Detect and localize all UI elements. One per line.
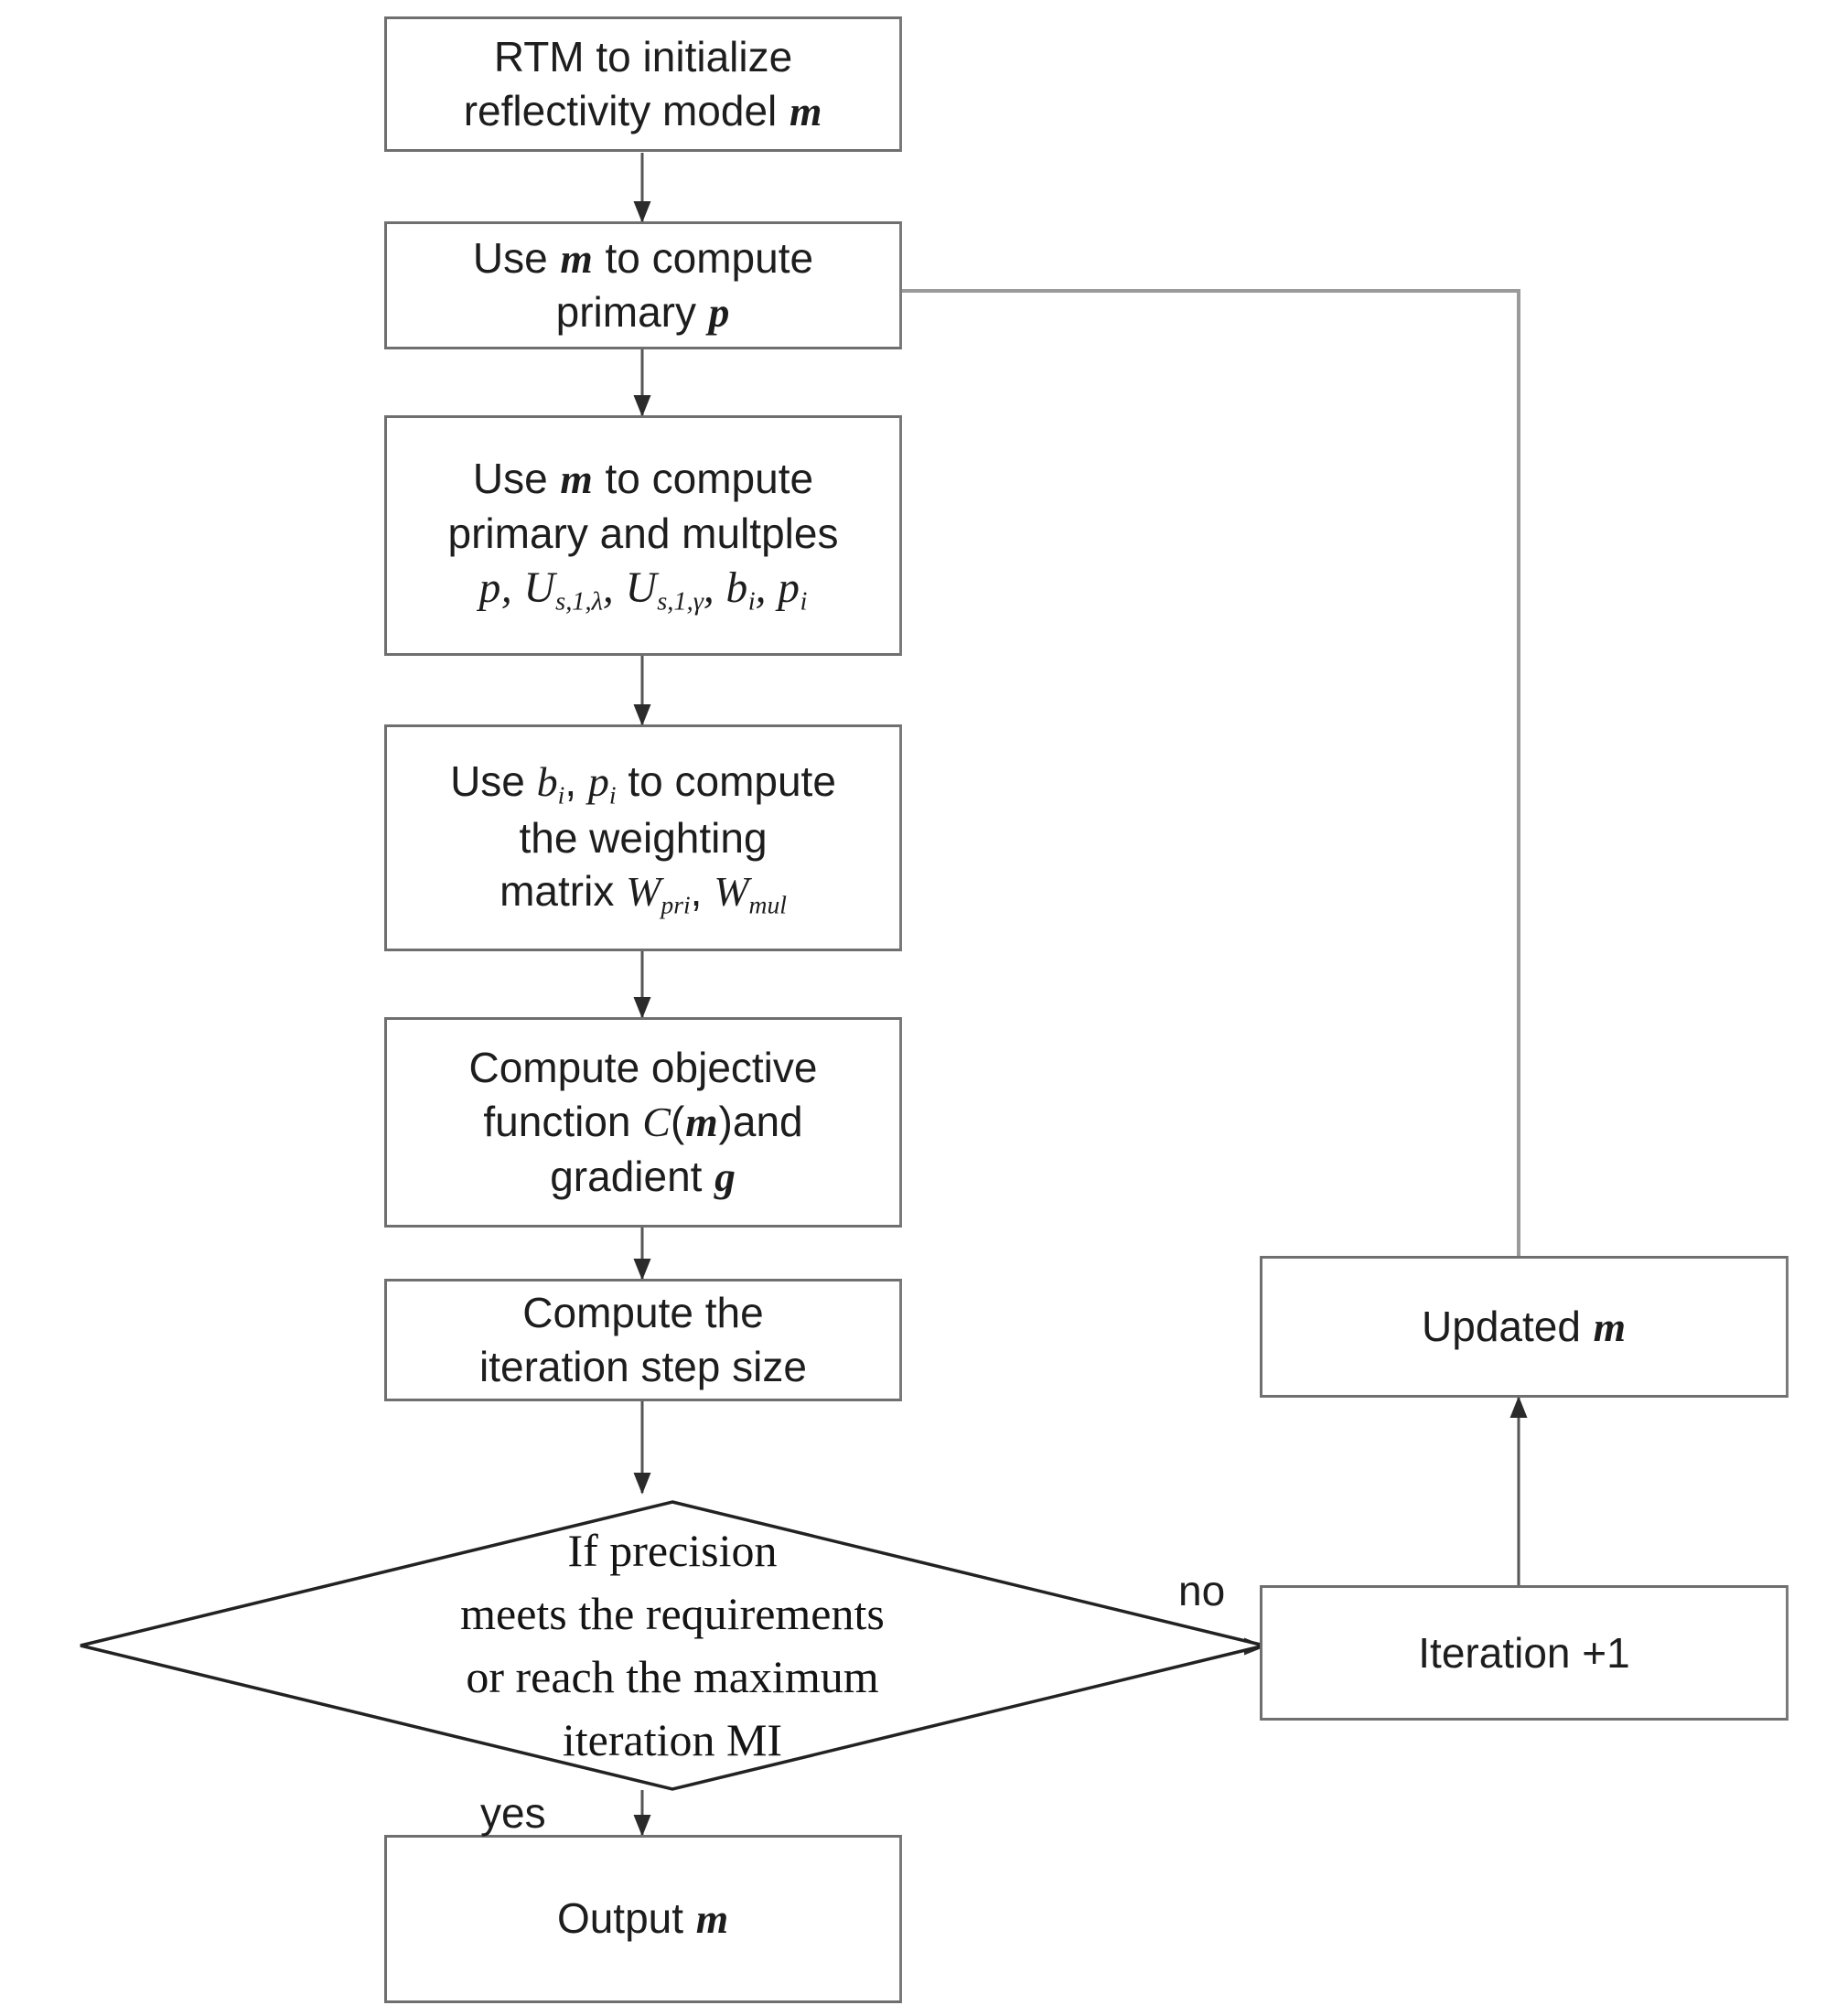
node-iteration-increment[interactable]: Iteration +1	[1260, 1585, 1789, 1721]
math-sub-mul: mul	[748, 890, 787, 919]
node-compute-step-size[interactable]: Compute the iteration step size	[384, 1279, 902, 1401]
node-rtm-line1: RTM to initialize	[493, 32, 793, 80]
node-updated-line1: Updated m	[1422, 1302, 1627, 1350]
math-sub-pri: pri	[661, 890, 691, 919]
node-multiples-line1: Use m to compute	[472, 455, 814, 503]
node-compute-primary[interactable]: Use m to compute primary p	[384, 221, 902, 349]
node-rtm-initialize[interactable]: RTM to initialize reflectivity model m	[384, 16, 902, 152]
node-step-line1: Compute the	[522, 1289, 764, 1337]
node-output-model[interactable]: Output m	[384, 1835, 902, 2003]
node-compute-primary-multiples[interactable]: Use m to compute primary and multples p,…	[384, 415, 902, 656]
node-weighting-line3: matrix Wpri, Wmul	[500, 867, 787, 919]
math-var-U2: U	[625, 563, 658, 612]
math-var-m: m	[695, 1895, 729, 1943]
math-var-m: m	[560, 234, 593, 282]
math-sub-i: i	[800, 587, 808, 617]
math-sub-s1gamma: s,1,γ	[657, 587, 704, 617]
math-var-W1: W	[626, 868, 661, 916]
math-var-m: m	[789, 87, 822, 134]
math-var-pi: p	[778, 563, 800, 612]
node-iteration-line1: Iteration +1	[1418, 1628, 1630, 1677]
math-var-C: C	[642, 1098, 671, 1145]
math-sub-s1lambda: s,1,λ	[555, 587, 603, 617]
node-weighting-line1: Use bi, pi to compute	[450, 756, 836, 810]
math-sub-i: i	[608, 780, 617, 810]
edge-label-no: no	[1178, 1567, 1226, 1614]
node-output-line1: Output m	[556, 1894, 729, 1943]
math-var-W2: W	[714, 868, 749, 916]
math-var-b: b	[725, 563, 748, 612]
math-var-p: p	[708, 289, 730, 336]
node-objective-line2: function C(m)and	[483, 1097, 803, 1145]
math-var-g: g	[714, 1153, 736, 1200]
node-multiples-line2: primary and multples	[447, 509, 839, 557]
node-compute-primary-line1: Use m to compute	[472, 233, 814, 282]
math-sub-i: i	[747, 587, 756, 617]
math-sub-i: i	[557, 780, 565, 810]
decision-diamond-shape	[80, 1500, 1265, 1791]
math-var-b: b	[536, 757, 558, 805]
math-var-U1: U	[523, 563, 556, 612]
node-objective-line1: Compute objective	[468, 1043, 818, 1091]
math-var-m: m	[560, 456, 593, 503]
node-rtm-line2: reflectivity model m	[463, 86, 822, 134]
math-var-m: m	[1593, 1303, 1627, 1350]
node-objective-line3: gradient g	[550, 1152, 736, 1200]
edge-label-yes: yes	[480, 1789, 546, 1837]
node-compute-weighting-matrix[interactable]: Use bi, pi to compute the weighting matr…	[384, 724, 902, 951]
node-multiples-formula: p, Us,1,λ, Us,1,γ, bi, pi	[478, 563, 808, 617]
node-weighting-line2: the weighting	[519, 813, 768, 862]
math-var-p: p	[478, 563, 501, 612]
node-step-line2: iteration step size	[479, 1343, 807, 1390]
node-compute-primary-line2: primary p	[555, 288, 730, 336]
node-updated-model[interactable]: Updated m	[1260, 1256, 1789, 1398]
node-compute-objective-function[interactable]: Compute objective function C(m)and gradi…	[384, 1017, 902, 1228]
node-decision-precision[interactable]: If precision meets the requirements or r…	[78, 1500, 1267, 1791]
math-var-m: m	[685, 1098, 718, 1145]
math-var-p: p	[587, 757, 609, 805]
